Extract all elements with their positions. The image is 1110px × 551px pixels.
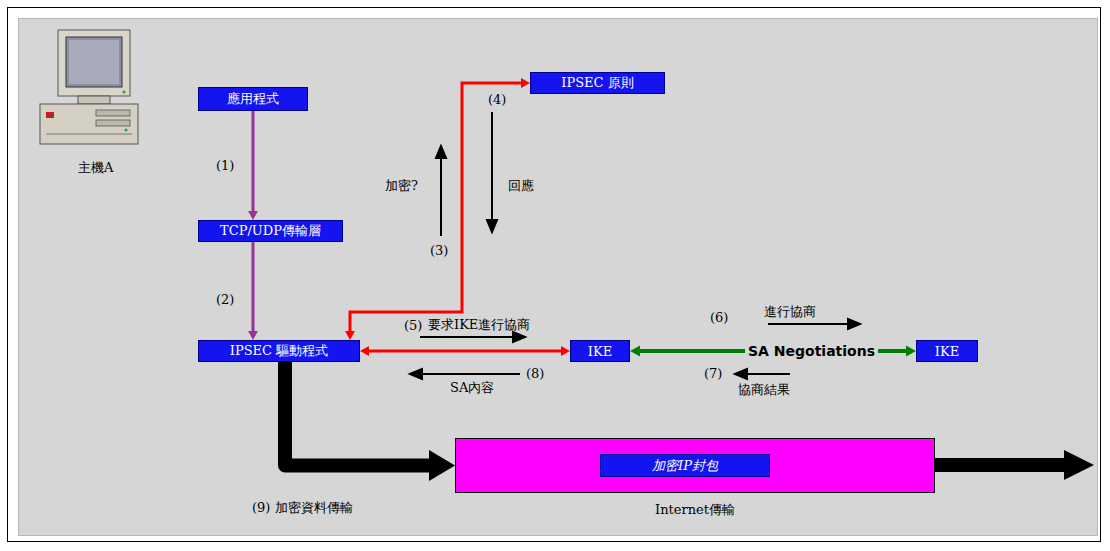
ike-box: IKE: [916, 340, 978, 362]
callout-number: (2): [216, 292, 234, 308]
arrow-head: [248, 331, 258, 340]
callout-number: (4): [488, 92, 506, 108]
callout-number: (8): [526, 366, 544, 382]
connector-line: [285, 362, 430, 466]
step-label: 進行協商: [764, 304, 816, 320]
connector: [345, 78, 530, 340]
box-label: 加密IP封包: [646, 457, 724, 475]
callout-number: (6): [710, 310, 728, 326]
box-label: IKE: [929, 344, 965, 359]
connector-line: [252, 242, 255, 332]
box-label: 應用程式: [221, 90, 285, 108]
driver-box: IPSEC 驅動程式: [198, 340, 360, 362]
box-label: IPSEC 驅動程式: [224, 342, 334, 360]
step-label: 加密?: [385, 178, 418, 194]
step-label: (9) 加密資料傳輸: [252, 500, 353, 516]
edge-label: SA Negotiations: [745, 343, 878, 360]
indicator-arrows: [410, 112, 860, 379]
arrow-head: [521, 78, 530, 88]
connector: [248, 111, 258, 220]
callout-number: (5): [404, 318, 422, 334]
internet-band: Internet傳輸 加密IP封包: [455, 438, 935, 523]
connector: [285, 362, 455, 481]
step-label: SA內容: [450, 380, 494, 396]
arrow-head: [345, 331, 355, 340]
host-label: 主機A: [78, 160, 113, 176]
computer-illustration: [40, 30, 138, 144]
callout-number: (3): [430, 243, 448, 259]
connector-line: [252, 111, 255, 212]
step-label: 回應: [508, 178, 534, 194]
process-box: 應用程式: [198, 87, 308, 111]
callout-number: (7): [704, 366, 722, 382]
connector: [248, 242, 258, 340]
process-box: TCP/UDP傳輸層: [198, 220, 343, 242]
arrow-head: [906, 346, 916, 357]
arrow-head: [630, 346, 640, 357]
packet-box: 加密IP封包: [600, 454, 770, 477]
band-heading: Internet傳輸: [455, 501, 935, 519]
callout-number: (1): [216, 158, 234, 174]
arrow-head: [561, 346, 570, 356]
step-label: 要求IKE進行協商: [428, 317, 530, 333]
connector-line: [350, 83, 522, 332]
box-label: TCP/UDP傳輸層: [214, 222, 327, 240]
internet-exit-arrow: [935, 450, 1094, 480]
box-label: IPSEC 原則: [555, 74, 639, 92]
step-label: 協商結果: [738, 382, 790, 398]
connector-line: [368, 350, 562, 353]
policy-box: IPSEC 原則: [530, 72, 665, 94]
arrow-head: [429, 450, 455, 481]
box-label: IKE: [582, 344, 618, 359]
arrow-head: [248, 211, 258, 220]
connector: [360, 346, 570, 356]
arrow-head: [360, 346, 369, 356]
ike-box: IKE: [570, 340, 630, 362]
